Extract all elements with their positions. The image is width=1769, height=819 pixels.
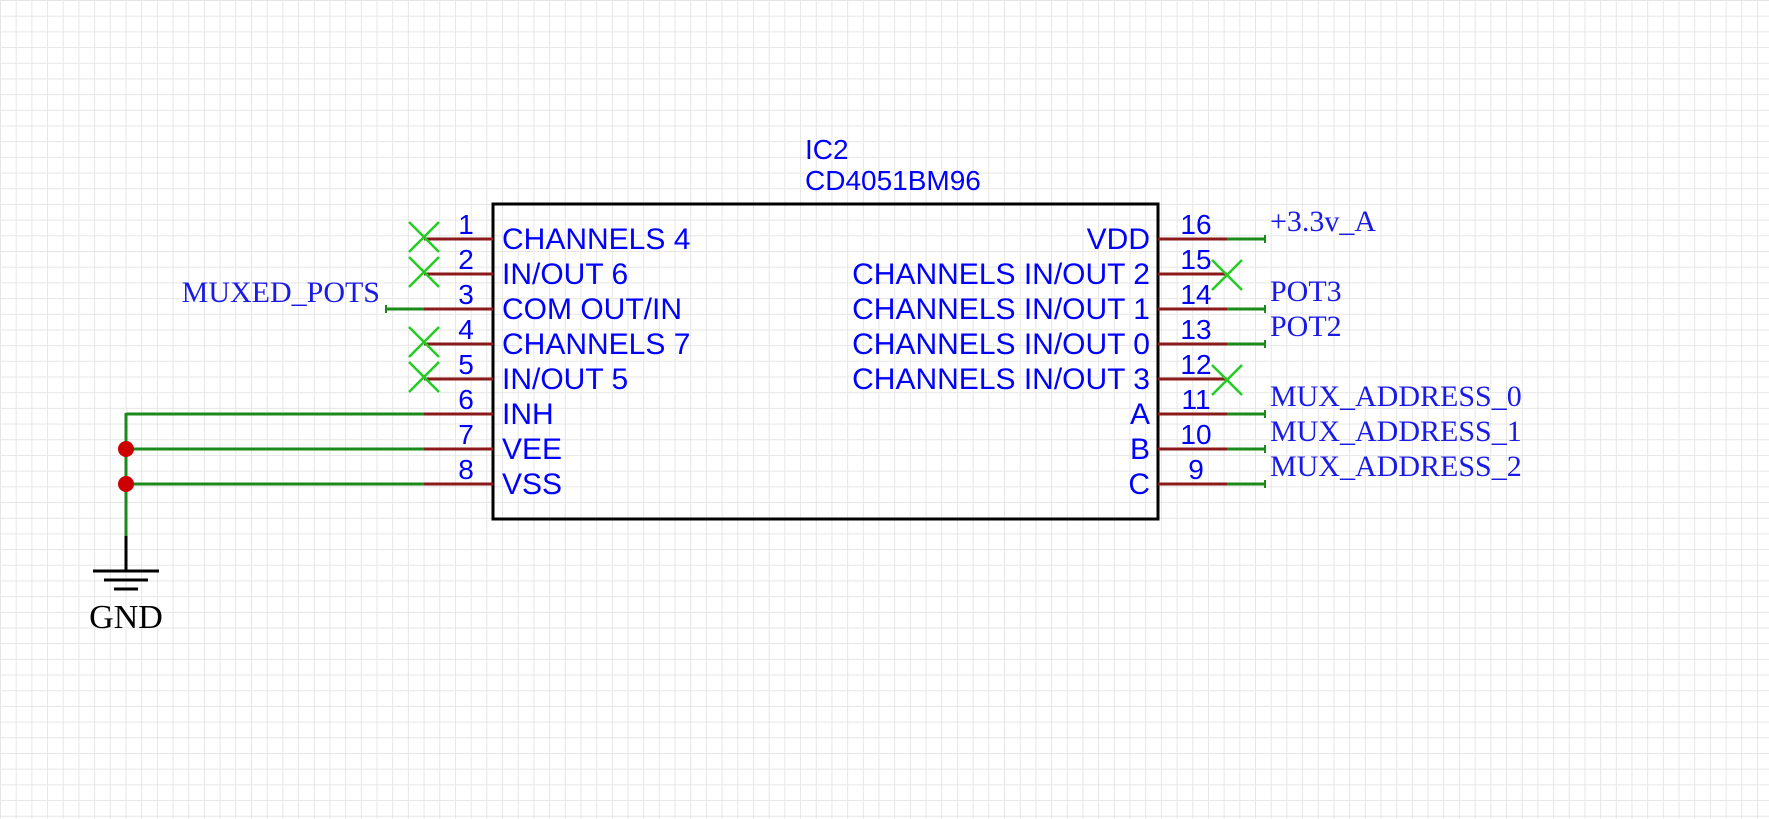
pin-6[interactable]: 6 INH	[424, 384, 554, 431]
ground-net-wiring	[118, 412, 424, 571]
pin-number: 5	[458, 349, 474, 380]
pin-name: CHANNELS IN/OUT 0	[852, 328, 1150, 361]
pin-name: B	[1130, 433, 1150, 466]
pin-name: CHANNELS IN/OUT 1	[852, 293, 1150, 326]
gnd-label: GND	[89, 599, 163, 636]
pin-8[interactable]: 8 VSS	[424, 454, 562, 501]
pin-7[interactable]: 7 VEE	[424, 419, 562, 466]
pin-number: 4	[458, 314, 474, 345]
junction-dot	[118, 441, 134, 457]
net-label[interactable]: POT2	[1270, 310, 1342, 343]
net-label[interactable]: POT3	[1270, 275, 1342, 308]
pin-15[interactable]: 15 CHANNELS IN/OUT 2	[852, 244, 1243, 291]
pin-name: CHANNELS IN/OUT 2	[852, 258, 1150, 291]
pin-12[interactable]: 12 CHANNELS IN/OUT 3	[852, 349, 1243, 396]
ground-symbol[interactable]: GND	[89, 569, 163, 636]
pin-number: 7	[458, 419, 474, 450]
no-connect-marker	[1211, 259, 1243, 291]
pin-name: CHANNELS 4	[502, 223, 690, 256]
component-value: CD4051BM96	[805, 165, 981, 196]
pin-name: C	[1128, 468, 1150, 501]
no-connect-marker	[1211, 364, 1243, 396]
pin-number: 12	[1180, 349, 1211, 380]
pin-name: IN/OUT 5	[502, 363, 628, 396]
junction-dot	[118, 476, 134, 492]
no-connect-marker	[408, 326, 440, 358]
pin-name: VEE	[502, 433, 562, 466]
net-label[interactable]: MUX_ADDRESS_2	[1270, 450, 1522, 483]
net-label[interactable]: MUX_ADDRESS_1	[1270, 415, 1522, 448]
pin-number: 11	[1181, 384, 1210, 415]
pin-name: VSS	[502, 468, 562, 501]
pin-name: INH	[502, 398, 554, 431]
pin-4[interactable]: 4 CHANNELS 7	[408, 314, 690, 361]
pin-2[interactable]: 2 IN/OUT 6	[408, 244, 628, 291]
pin-1[interactable]: 1 CHANNELS 4	[408, 209, 690, 256]
pin-16[interactable]: 16 VDD +3.3v_A	[1087, 205, 1377, 256]
pin-name: COM OUT/IN	[502, 293, 682, 326]
net-label[interactable]: MUX_ADDRESS_0	[1270, 380, 1522, 413]
pin-3[interactable]: 3 COM OUT/IN MUXED_POTS	[182, 276, 682, 326]
pin-number: 3	[458, 279, 474, 310]
pin-number: 1	[458, 209, 474, 240]
no-connect-marker	[408, 221, 440, 253]
left-pin-group: 1 CHANNELS 4 2 IN/OUT 6 3 COM OUT/IN MUXED_POT…	[182, 209, 691, 501]
pin-number: 9	[1188, 454, 1204, 485]
pin-number: 10	[1180, 419, 1211, 450]
pin-11[interactable]: 11 A MUX_ADDRESS_0	[1130, 380, 1522, 431]
no-connect-marker	[408, 361, 440, 393]
net-label[interactable]: +3.3v_A	[1270, 205, 1376, 238]
pin-name: IN/OUT 6	[502, 258, 628, 291]
ic-body[interactable]	[491, 202, 1160, 521]
pin-number: 15	[1180, 244, 1211, 275]
pin-name: CHANNELS IN/OUT 3	[852, 363, 1150, 396]
net-label[interactable]: MUXED_POTS	[182, 276, 380, 309]
pin-number: 14	[1180, 279, 1211, 310]
pin-number: 13	[1180, 314, 1211, 345]
pin-9[interactable]: 9 C MUX_ADDRESS_2	[1128, 450, 1521, 501]
pin-10[interactable]: 10 B MUX_ADDRESS_1	[1130, 415, 1522, 466]
component-ref: IC2	[805, 134, 849, 165]
pin-number: 8	[458, 454, 474, 485]
pin-5[interactable]: 5 IN/OUT 5	[408, 349, 628, 396]
pin-13[interactable]: 13 CHANNELS IN/OUT 0 POT2	[852, 310, 1342, 361]
no-connect-marker	[408, 256, 440, 288]
pin-14[interactable]: 14 CHANNELS IN/OUT 1 POT3	[852, 275, 1342, 326]
pin-name: CHANNELS 7	[502, 328, 690, 361]
pin-name: A	[1130, 398, 1150, 431]
pin-number: 16	[1180, 209, 1211, 240]
pin-number: 6	[458, 384, 474, 415]
pin-name: VDD	[1087, 223, 1150, 256]
pin-number: 2	[458, 244, 474, 275]
